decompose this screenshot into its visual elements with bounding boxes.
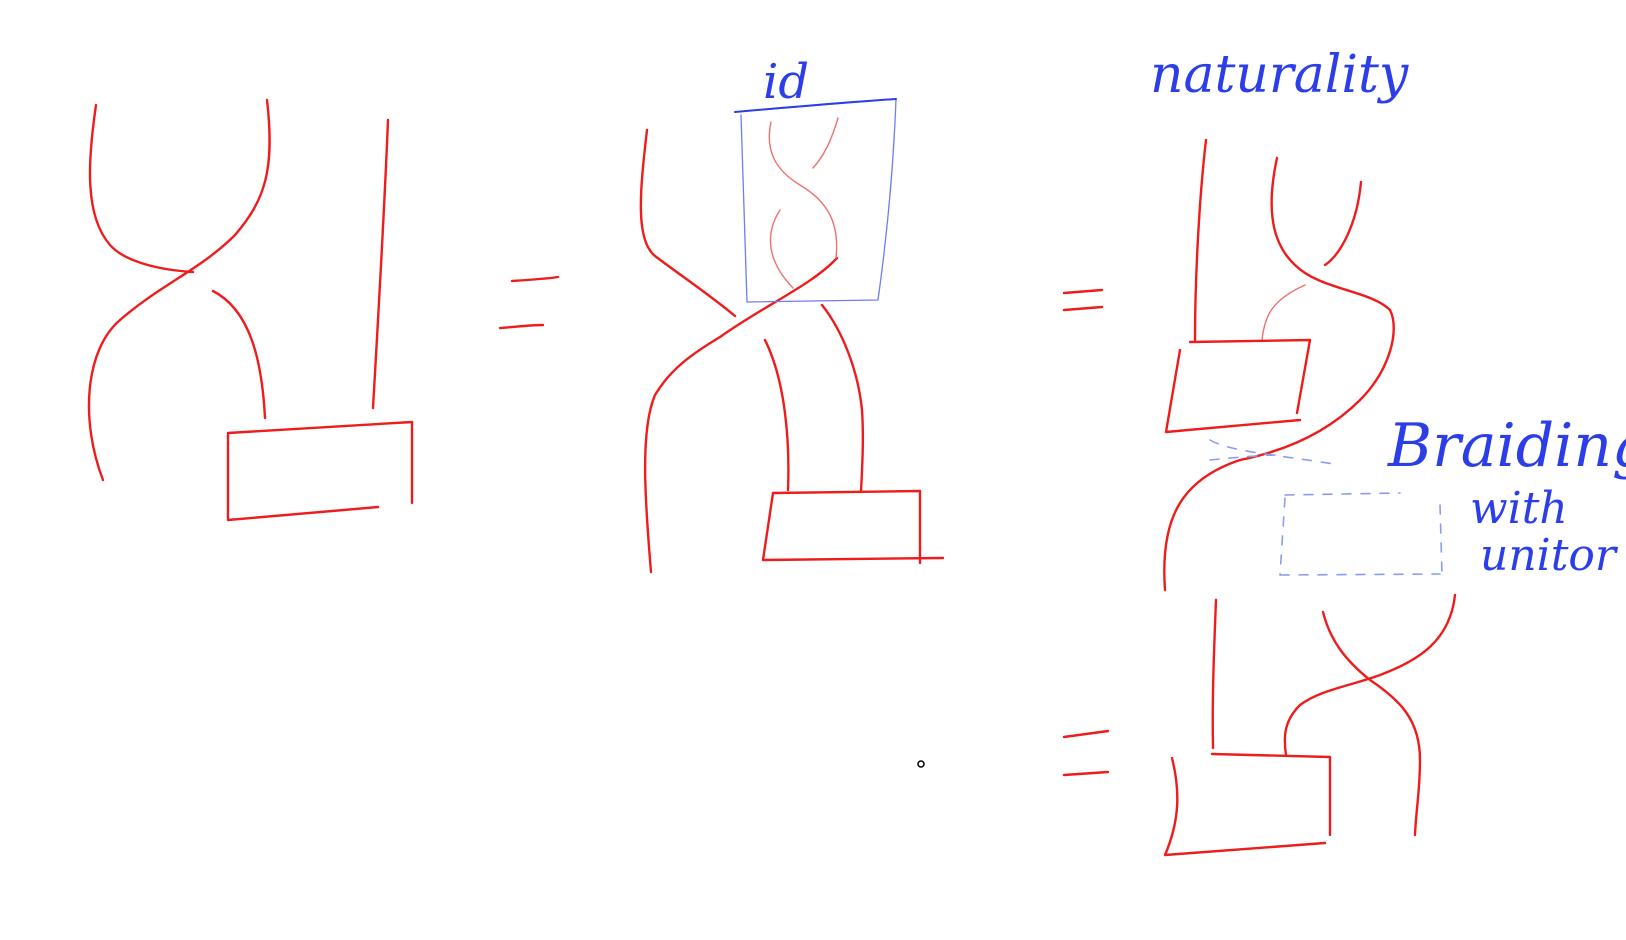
strand-2-crossing [87, 98, 271, 482]
strand-right-under [1323, 180, 1363, 267]
equals-sign-2 [1062, 288, 1104, 312]
strand-right-lower [820, 303, 865, 494]
strand-left-vertical [1211, 598, 1218, 750]
strand-left-vertical [1193, 138, 1208, 342]
identity-box-top-stroke [734, 98, 897, 113]
diagram-2-with-identity [639, 98, 945, 574]
id-strand-b [812, 117, 839, 169]
dashed-unitor-region [1209, 439, 1443, 576]
identity-box [734, 98, 897, 303]
label-naturality: naturality [1150, 45, 1409, 105]
id-strand-c [769, 209, 794, 289]
label-braiding: Braiding [1387, 411, 1626, 481]
strand-inner-lower [1261, 284, 1306, 341]
strand-crossing-over [1283, 593, 1457, 757]
strand-long-crossing [643, 256, 839, 574]
diagram-1-braiding [87, 98, 414, 522]
strand-crossing-under [1321, 610, 1422, 837]
equals-sign-3 [1062, 729, 1110, 777]
strand-1-left-arc [639, 128, 737, 318]
label-with: with [1470, 483, 1568, 534]
strand-middle-over [1163, 156, 1395, 592]
label-id: id [763, 54, 809, 110]
stray-dot [917, 760, 925, 768]
label-unitor: unitor [1480, 530, 1619, 581]
coupon-box-2 [761, 489, 945, 565]
label-id-text: id [763, 54, 809, 110]
id-strand-a [768, 121, 838, 259]
coupon-box-3 [1164, 338, 1312, 434]
coupon-box-1 [226, 420, 414, 522]
diagram-3-naturality: Braiding with unitor [1163, 138, 1626, 592]
coupon-box-4 [1163, 752, 1332, 857]
strand-3-vertical [371, 118, 390, 410]
equals-sign-1 [498, 275, 560, 330]
strand-1-left-arc [88, 103, 195, 274]
strand-middle-lower [763, 338, 790, 492]
strand-1-lower [211, 289, 267, 420]
diagram-4-result [1163, 593, 1457, 857]
